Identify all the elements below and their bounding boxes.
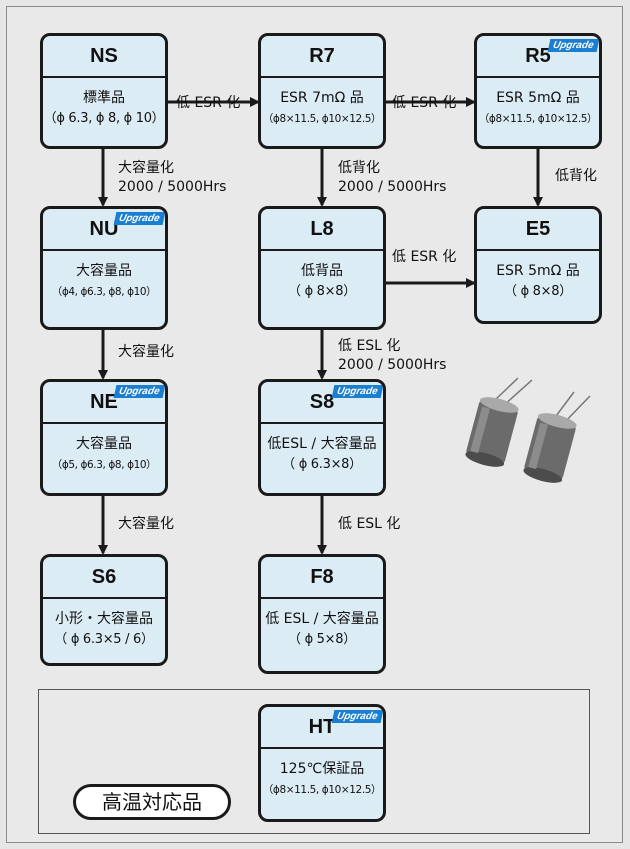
- series-box-ns: NS 標準品 （ϕ 6.3, ϕ 8, ϕ 10）: [40, 33, 168, 149]
- upgrade-badge: Upgrade: [332, 710, 383, 723]
- series-box-ne: NE Upgrade 大容量品 （ϕ5, ϕ6.3, ϕ8, ϕ10）: [40, 379, 168, 496]
- series-code: F8: [310, 566, 333, 588]
- series-box-s8: S8 Upgrade 低ESL / 大容量品 （ ϕ 6.3×8）: [258, 379, 386, 496]
- arrow-label-r7-l8-hours: 2000 / 5000Hrs: [338, 178, 446, 196]
- series-size: （ϕ 6.3, ϕ 8, ϕ 10）: [43, 108, 165, 130]
- series-box-ht: HT Upgrade 125℃保証品 （ϕ8×11.5, ϕ10×12.5）: [258, 704, 386, 822]
- series-code: S6: [92, 566, 116, 588]
- series-box-f8: F8 低 ESL / 大容量品 （ ϕ 5×8）: [258, 554, 386, 674]
- series-size: （ ϕ 5×8）: [261, 629, 383, 651]
- arrow-label-ns-r7: 低 ESR 化: [176, 94, 240, 112]
- series-box-nu: NU Upgrade 大容量品 （ϕ4, ϕ6.3, ϕ8, ϕ10）: [40, 206, 168, 330]
- arrow-label-ns-nu: 大容量化: [118, 159, 174, 177]
- upgrade-badge: Upgrade: [114, 212, 165, 225]
- upgrade-badge: Upgrade: [114, 385, 165, 398]
- series-description: 大容量品: [43, 261, 165, 281]
- upgrade-badge: Upgrade: [332, 385, 383, 398]
- series-size: （ϕ8×11.5, ϕ10×12.5）: [261, 108, 383, 130]
- high-temp-label: 高温対応品: [73, 784, 231, 820]
- series-code: E5: [526, 218, 550, 240]
- series-description: 標準品: [43, 88, 165, 108]
- arrow-label-ne-s6: 大容量化: [118, 515, 174, 533]
- series-code: R5: [525, 45, 551, 67]
- arrow-label-l8-s8: 低 ESL 化: [338, 337, 400, 355]
- series-description: 低 ESL / 大容量品: [261, 609, 383, 629]
- arrow-label-nu-ne: 大容量化: [118, 343, 174, 361]
- arrow-label-l8-e5: 低 ESR 化: [392, 248, 456, 266]
- series-code: R7: [309, 45, 335, 67]
- series-code: NS: [90, 45, 118, 67]
- series-size: （ϕ8×11.5, ϕ10×12.5）: [477, 108, 599, 130]
- series-box-s6: S6 小形・大容量品 （ ϕ 6.3×5 / 6）: [40, 554, 168, 666]
- arrow-label-r5-e5: 低背化: [555, 167, 597, 185]
- series-description: 大容量品: [43, 434, 165, 454]
- series-box-r5: R5 Upgrade ESR 5mΩ 品 （ϕ8×11.5, ϕ10×12.5）: [474, 33, 602, 149]
- capacitor-image: [464, 378, 590, 486]
- series-size: （ ϕ 8×8）: [477, 281, 599, 303]
- upgrade-badge: Upgrade: [548, 39, 599, 52]
- series-size: （ϕ5, ϕ6.3, ϕ8, ϕ10）: [43, 454, 165, 476]
- series-size: （ ϕ 6.3×5 / 6）: [43, 629, 165, 651]
- series-box-e5: E5 ESR 5mΩ 品 （ ϕ 8×8）: [474, 206, 602, 324]
- series-code: L8: [310, 218, 333, 240]
- series-box-r7: R7 ESR 7mΩ 品 （ϕ8×11.5, ϕ10×12.5）: [258, 33, 386, 149]
- arrow-label-l8-s8-hours: 2000 / 5000Hrs: [338, 356, 446, 374]
- series-box-l8: L8 低背品 （ ϕ 8×8）: [258, 206, 386, 330]
- arrow-label-ns-nu-hours: 2000 / 5000Hrs: [118, 178, 226, 196]
- series-description: ESR 5mΩ 品: [477, 88, 599, 108]
- series-size: （ϕ8×11.5, ϕ10×12.5）: [261, 779, 383, 801]
- series-code: S8: [310, 391, 334, 413]
- series-description: ESR 5mΩ 品: [477, 261, 599, 281]
- arrow-label-r7-l8: 低背化: [338, 159, 380, 177]
- series-description: 低ESL / 大容量品: [261, 434, 383, 454]
- series-size: （ ϕ 8×8）: [261, 281, 383, 303]
- series-description: 低背品: [261, 261, 383, 281]
- arrow-label-s8-f8: 低 ESL 化: [338, 515, 400, 533]
- arrow-label-r7-r5: 低 ESR 化: [392, 94, 456, 112]
- series-size: （ϕ4, ϕ6.3, ϕ8, ϕ10）: [43, 281, 165, 303]
- series-description: ESR 7mΩ 品: [261, 88, 383, 108]
- series-size: （ ϕ 6.3×8）: [261, 454, 383, 476]
- series-description: 小形・大容量品: [43, 609, 165, 629]
- series-description: 125℃保証品: [261, 759, 383, 779]
